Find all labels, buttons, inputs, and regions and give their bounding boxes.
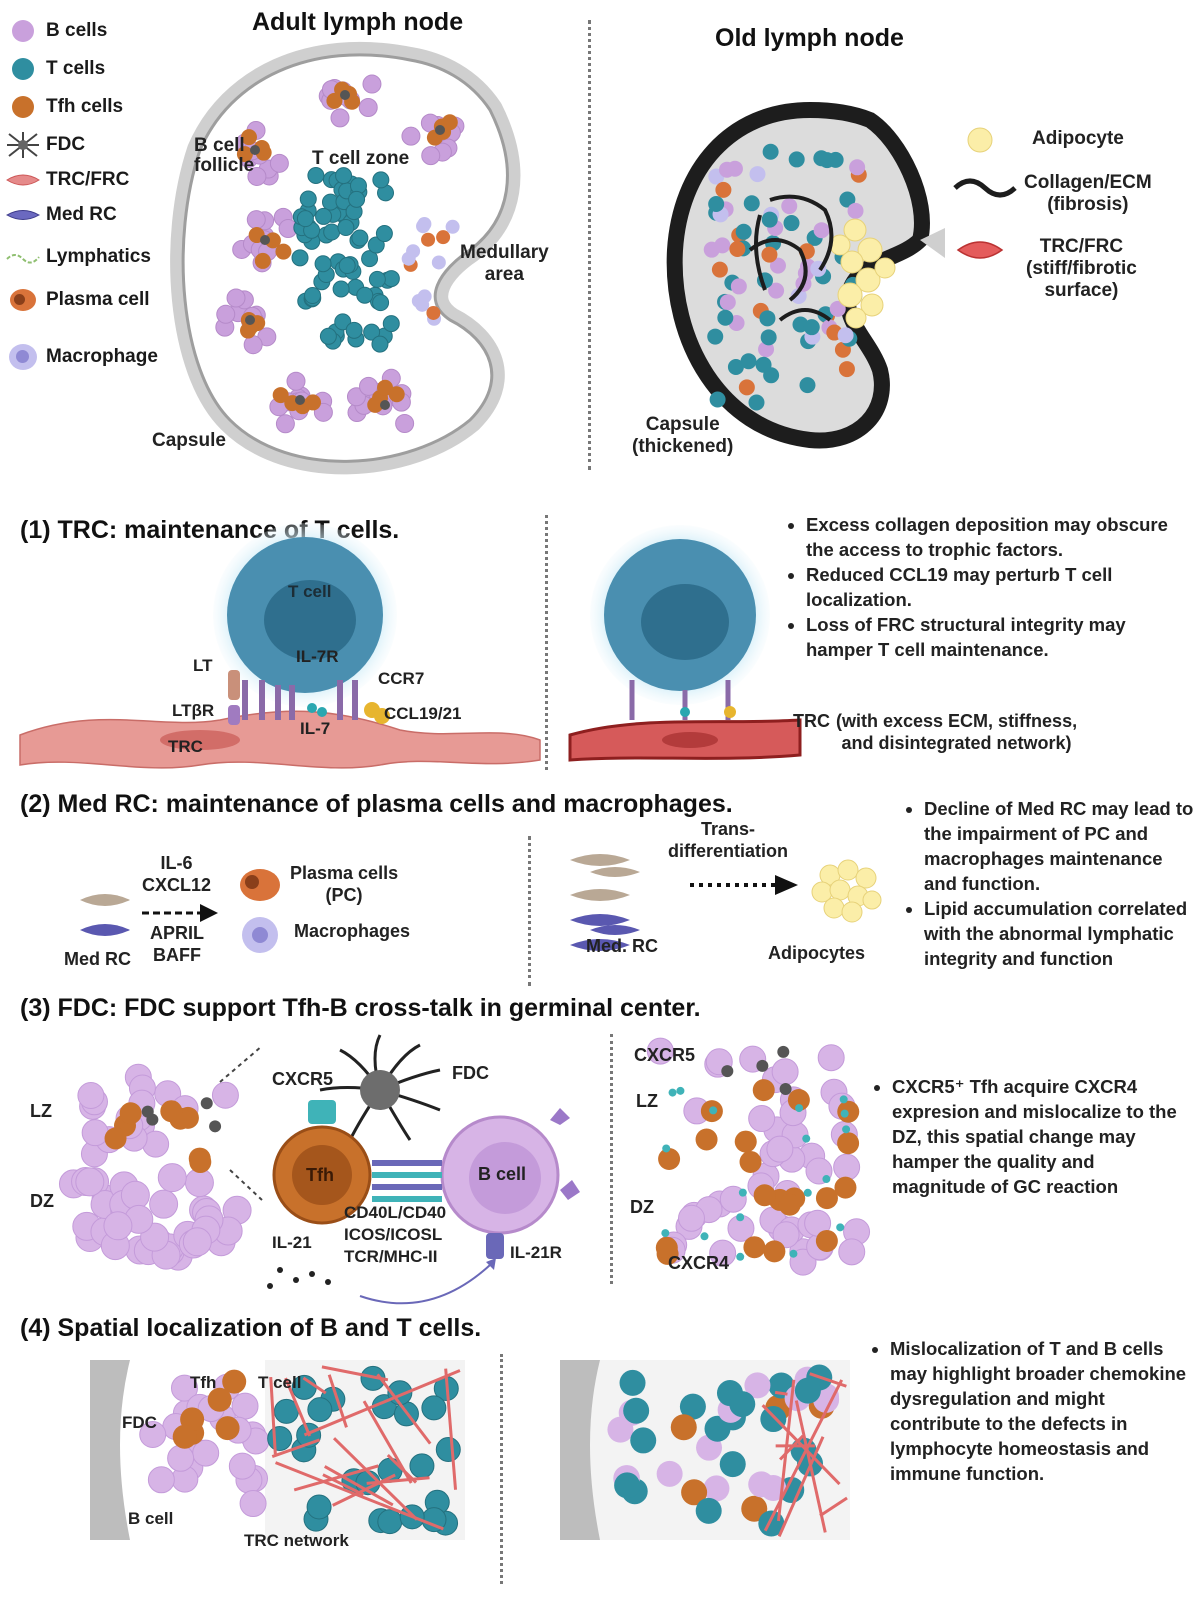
s1-old-trc-desc: (with excess ECM, stiffness, and disinte…: [836, 711, 1078, 753]
s3-old-dz-label: DZ: [630, 1197, 654, 1217]
legend-macrophage: Macrophage: [6, 340, 158, 374]
s1-lt-label: LT: [193, 656, 213, 675]
s3-bullet-1: CXCR5⁺ Tfh acquire CXCR4 expresion and m…: [892, 1074, 1188, 1199]
s4-bcell-label: B cell: [128, 1509, 174, 1528]
section4-bullets: Mislocalization of T and B cells may hig…: [868, 1336, 1190, 1486]
old-legend-adipocyte: Adipocyte: [1032, 128, 1124, 149]
legend-lymphatics: Lymphatics: [6, 240, 151, 274]
s3-il21-label: IL-21: [272, 1233, 312, 1252]
section1-divider: [545, 515, 548, 770]
s2-med-rc-label: Med RC: [64, 949, 131, 969]
old-legend-collagen: Collagen/ECM (fibrosis): [1024, 172, 1152, 215]
s3-bcell-label: B cell: [478, 1164, 527, 1184]
s2-factors-bottom: APRIL BAFF: [150, 923, 204, 965]
legend-b-cells: B cells: [6, 14, 107, 48]
lymphatics-icon: [6, 243, 40, 271]
adult-lymph-node-title: Adult lymph node: [252, 8, 464, 36]
s2-factors-top: IL-6 CXCL12: [142, 853, 212, 895]
s3-old-cxcr5-label: CXCR5: [634, 1045, 696, 1065]
s2-plasma-label: Plasma cells (PC): [290, 863, 399, 905]
fdc-icon: [6, 131, 40, 159]
old-legend-stiff-trc: TRC/FRC (stiff/fibrotic surface): [1026, 236, 1137, 301]
legend-med-rc: Med RC: [5, 198, 117, 232]
trc-frc-icon: [6, 166, 40, 194]
section1-old-illustration: [568, 525, 802, 762]
s1-trc-label: TRC: [168, 737, 203, 756]
s1-bullet-2: Reduced CCL19 may perturb T cell localiz…: [806, 562, 1186, 612]
section3-adult-illustration: [58, 1034, 580, 1305]
s4-tcell-label: T cell: [258, 1373, 302, 1392]
s2-trans-label: Trans- differentiation: [668, 819, 788, 861]
legend-plasma-cell: Plasma cell: [6, 283, 150, 317]
s1-il7r-label: IL-7R: [296, 647, 339, 666]
old-capsule-label: Capsule (thickened): [632, 414, 734, 457]
b-cell-icon: [6, 17, 40, 45]
s4-bullet-1: Mislocalization of T and B cells may hig…: [890, 1336, 1190, 1486]
s2-bullet-2: Lipid accumulation correlated with the a…: [924, 896, 1194, 971]
s1-ltbr-label: LTβR: [172, 701, 215, 720]
s3-tfh-label: Tfh: [306, 1165, 334, 1185]
s3-il21r-label: IL-21R: [510, 1243, 562, 1262]
t-cell-icon: [6, 55, 40, 83]
s2-med-rc-old-label: Med. RC: [586, 936, 658, 956]
section4-old-illustration: [560, 1360, 850, 1540]
s3-fdc-label: FDC: [452, 1063, 489, 1083]
med-rc-icon: [5, 201, 41, 229]
b-cell-follicle-label: B cell follicle: [194, 135, 255, 176]
section2-divider: [528, 836, 531, 986]
s3-dz-label: DZ: [30, 1191, 54, 1211]
old-lymph-node-illustration: [666, 101, 1017, 449]
legend-t-cells: T cells: [6, 52, 105, 86]
medullary-area-label: Medullary area: [460, 242, 549, 285]
stiff-trc-icon: [956, 241, 1004, 259]
s4-trc-network-label: TRC network: [244, 1531, 349, 1550]
section4-heading: (4) Spatial localization of B and T cell…: [20, 1314, 482, 1342]
s1-il7-label: IL-7: [300, 719, 331, 738]
s4-fdc-label: FDC: [122, 1413, 157, 1432]
s1-bullet-1: Excess collagen deposition may obscure t…: [806, 512, 1186, 562]
s1-tcell-label: T cell: [288, 582, 332, 601]
s2-bullet-1: Decline of Med RC may lead to the impair…: [924, 796, 1194, 896]
macrophage-icon: [6, 343, 40, 371]
section2-adult-illustration: [80, 869, 280, 953]
section2-heading: (2) Med RC: maintenance of plasma cells …: [20, 790, 733, 818]
s2-macrophages-label: Macrophages: [294, 921, 411, 941]
section2-bullets: Decline of Med RC may lead to the impair…: [902, 796, 1194, 971]
tfh-cell-icon: [6, 93, 40, 121]
section3-divider: [610, 1034, 613, 1284]
s3-cxcr5-label: CXCR5: [272, 1069, 334, 1089]
section4-divider: [500, 1354, 503, 1584]
section2-old-illustration: [570, 854, 882, 951]
section3-bullets: CXCR5⁺ Tfh acquire CXCR4 expresion and m…: [870, 1074, 1188, 1199]
section3-heading: (3) FDC: FDC support Tfh-B cross-talk in…: [20, 994, 701, 1022]
section3-old-illustration: [646, 1037, 871, 1276]
s3-old-cxcr4-label: CXCR4: [668, 1253, 730, 1273]
s3-old-lz-label: LZ: [636, 1091, 658, 1111]
s3-lz-label: LZ: [30, 1101, 52, 1121]
adipocyte-icon: [967, 127, 993, 153]
s1-old-trc-label: TRC: [793, 711, 830, 731]
legend-tfh-cells: Tfh cells: [6, 90, 123, 124]
s1-bullet-3: Loss of FRC structural integrity may ham…: [806, 612, 1186, 662]
top-divider: [588, 20, 591, 470]
plasma-cell-icon: [6, 286, 40, 314]
legend-fdc: FDC: [6, 128, 85, 162]
s2-adipocytes-label: Adipocytes: [768, 943, 866, 963]
collagen-icon: [953, 178, 1017, 198]
t-cell-zone-label: T cell zone: [312, 148, 410, 169]
adult-lymph-node-illustration: [170, 41, 521, 475]
s1-ccr7-label: CCR7: [378, 669, 425, 688]
section1-adult-illustration: [19, 523, 541, 769]
s1-ccl-label: CCL19/21: [384, 704, 462, 723]
section4-adult-illustration: [90, 1360, 465, 1540]
s4-tfh-label: Tfh: [190, 1373, 217, 1392]
s3-pairs-label: CD40L/CD40 ICOS/ICOSL TCR/MHC-II: [344, 1203, 447, 1266]
legend-trc-frc: TRC/FRC: [6, 163, 129, 197]
adult-capsule-label: Capsule: [152, 430, 226, 451]
old-lymph-node-title: Old lymph node: [715, 24, 904, 52]
section1-bullets: Excess collagen deposition may obscure t…: [784, 512, 1186, 662]
